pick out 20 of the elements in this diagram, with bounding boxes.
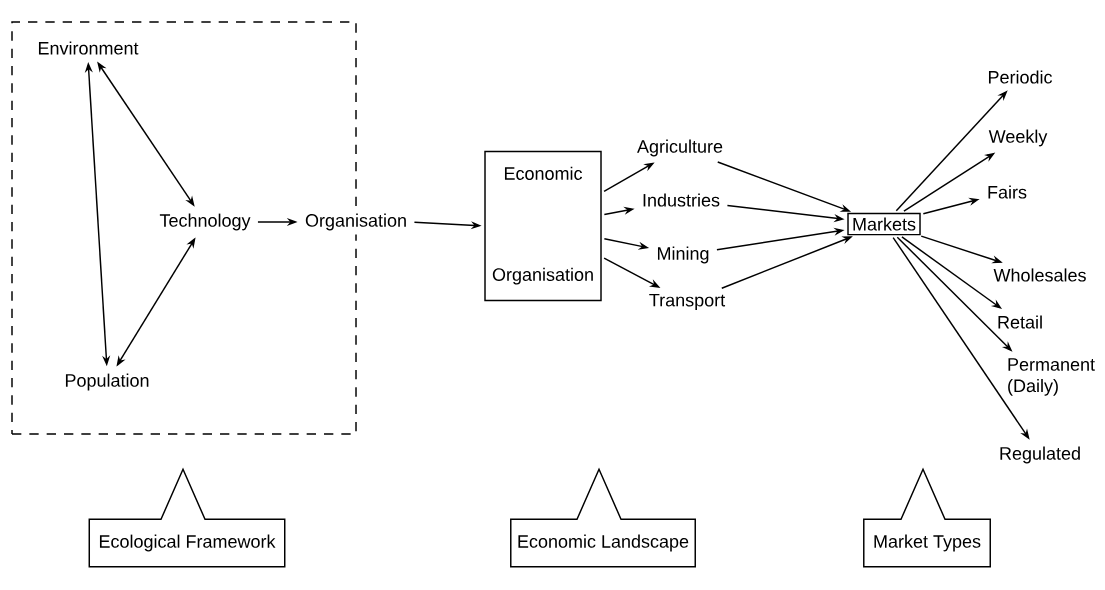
node-label: Organisation bbox=[301, 209, 412, 235]
node-label: Permanent (Daily) bbox=[1003, 354, 1095, 400]
node-label: Industries bbox=[638, 189, 725, 211]
node-label: Wholesales bbox=[989, 264, 1091, 286]
node-label: Regulated bbox=[995, 442, 1086, 468]
node-label: Retail bbox=[993, 311, 1047, 333]
node-label: Periodic bbox=[983, 66, 1057, 88]
node-label: Weekly bbox=[984, 125, 1052, 151]
node-label: Environment bbox=[33, 37, 143, 59]
process-box: Economic Organisation bbox=[484, 150, 602, 302]
node-label: Population bbox=[60, 369, 154, 395]
callout-box: Ecological Framework bbox=[88, 467, 286, 568]
node-label: Mining bbox=[652, 242, 714, 268]
node-label: Agriculture bbox=[633, 135, 728, 161]
node-label: Fairs bbox=[983, 181, 1031, 203]
process-box: Markets bbox=[847, 212, 921, 236]
callout-box: Market Types bbox=[863, 467, 991, 568]
node-label: Technology bbox=[155, 209, 255, 235]
node-label: Transport bbox=[644, 289, 730, 315]
callout-box: Economic Landscape bbox=[510, 467, 696, 568]
